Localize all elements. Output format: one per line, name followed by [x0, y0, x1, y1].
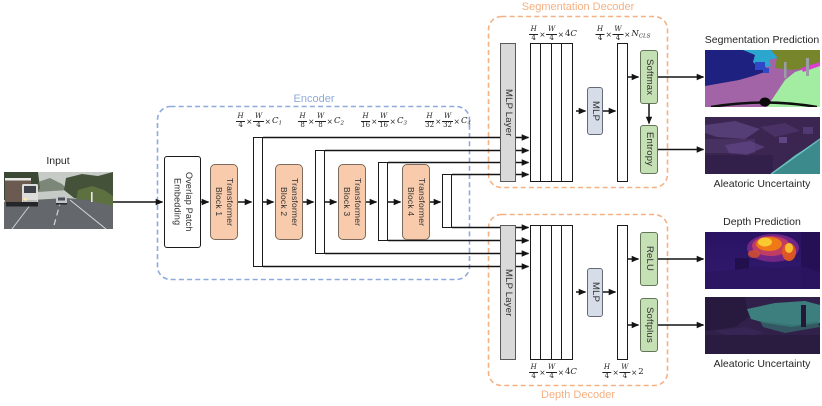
- depth-prediction-label: Depth Prediction: [723, 216, 801, 228]
- seg-mlp-layer-label: MLP Layer: [503, 88, 515, 137]
- seg-mlp-layer-box: MLP Layer: [500, 43, 516, 182]
- depth-mlp-layer-label: MLP Layer: [503, 268, 515, 317]
- relu-box: ReLU: [640, 232, 658, 286]
- seg-decoder-title: Segmentation Decoder: [521, 1, 635, 13]
- seg-uncertainty-label: Aleatoric Uncertainty: [713, 178, 811, 190]
- input-image: [4, 172, 113, 229]
- softmax-label: Softmax: [644, 58, 656, 96]
- softplus-label: Softplus: [644, 307, 656, 343]
- feature-map-1: [253, 137, 263, 267]
- seg-uncertainty-image: [705, 117, 820, 174]
- input-label: Input: [46, 155, 70, 167]
- relu-label: ReLU: [644, 246, 656, 272]
- depth-uncertainty-label: Aleatoric Uncertainty: [713, 358, 811, 370]
- depth-concat-feature-stack: [530, 225, 573, 360]
- seg-prediction-image: [705, 50, 820, 107]
- softplus-box: Softplus: [640, 298, 658, 352]
- feature-map-4: [442, 174, 452, 228]
- seg-prediction-label: Segmentation Prediction: [704, 34, 820, 46]
- encoder-title: Encoder: [293, 93, 335, 105]
- feature-map-3: [378, 162, 388, 241]
- seg-mlp-label: MLP: [590, 100, 602, 122]
- feature-map-2: [315, 150, 325, 254]
- seg-mlp-box: MLP: [587, 87, 603, 135]
- depth-uncertainty-image: [705, 297, 820, 354]
- seg-output-map: [617, 43, 628, 182]
- depth-decoder-title: Depth Decoder: [541, 389, 615, 401]
- depth-mlp-layer-box: MLP Layer: [500, 225, 516, 360]
- depth-output-map: [617, 225, 628, 360]
- softmax-box: Softmax: [640, 50, 658, 104]
- entropy-box: Entropy: [640, 125, 658, 174]
- seg-concat-feature-stack: [530, 43, 573, 182]
- entropy-label: Entropy: [644, 132, 656, 167]
- depth-mlp-box: MLP: [587, 268, 603, 317]
- depth-prediction-image: [705, 232, 820, 289]
- depth-mlp-label: MLP: [590, 282, 602, 303]
